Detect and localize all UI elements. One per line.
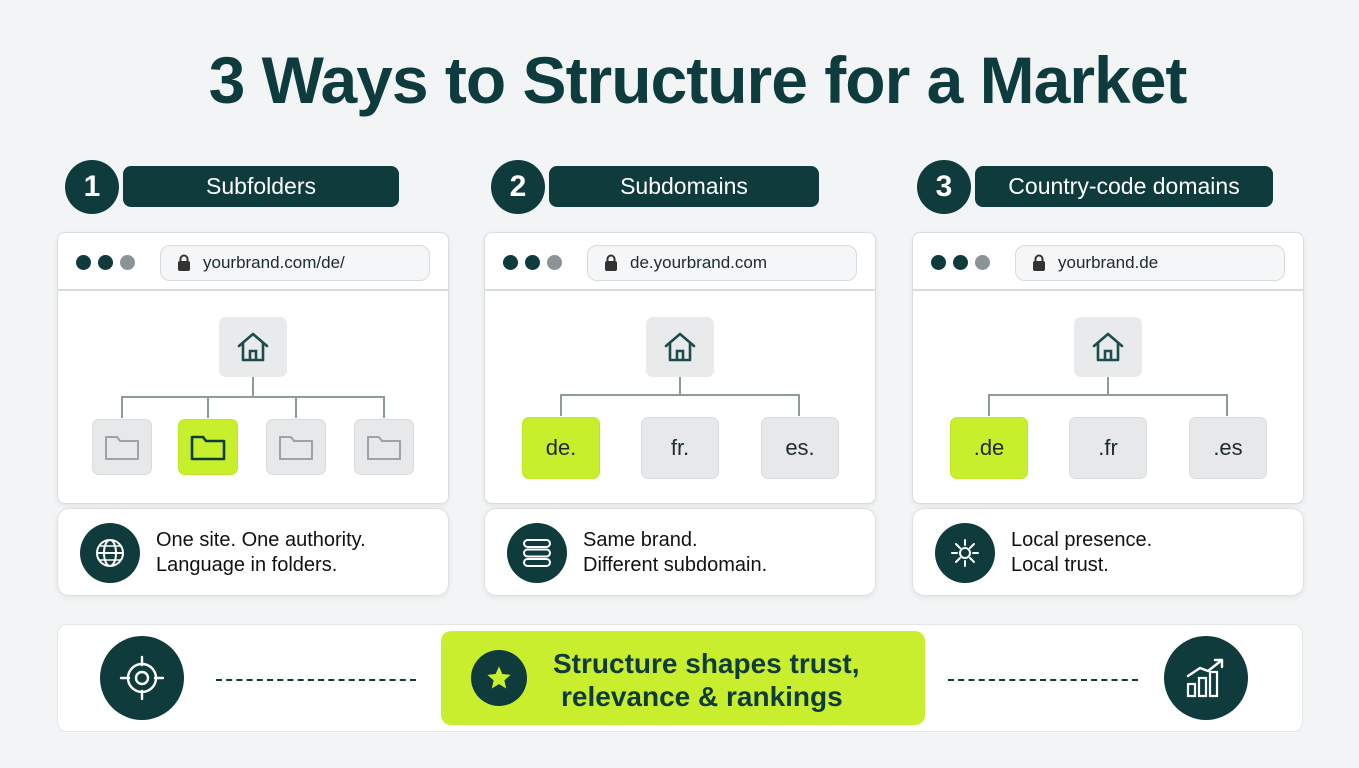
summary-line: relevance & rankings — [561, 681, 843, 712]
tree-connector — [252, 377, 254, 397]
tree-connector — [383, 396, 385, 418]
lock-icon — [604, 254, 618, 277]
lock-icon — [1032, 254, 1046, 277]
column-label: Subfolders — [123, 166, 399, 207]
growth-chart-icon — [1164, 636, 1248, 720]
address-bar: yourbrand.com/de/ — [160, 245, 430, 281]
window-dot — [547, 255, 562, 270]
tree-connector — [560, 394, 800, 396]
step-number-badge: 3 — [917, 160, 971, 214]
tree-connector — [798, 394, 800, 416]
caption-text: One site. One authority. Language in fol… — [156, 528, 366, 578]
window-dot — [98, 255, 113, 270]
caption-line: Local presence. — [1011, 529, 1153, 551]
browser-window: yourbrand.com/de/ — [57, 232, 449, 504]
folder-icon — [266, 419, 326, 475]
window-dot — [525, 255, 540, 270]
dashed-connector — [948, 679, 1138, 681]
column-header: 1 Subfolders — [65, 160, 457, 214]
tree-connector — [121, 396, 123, 418]
caption-line: One site. One authority. — [156, 529, 366, 551]
caption-line: Language in folders. — [156, 554, 338, 576]
caption-card: Same brand. Different subdomain. — [484, 508, 876, 596]
tree-connector — [207, 396, 209, 418]
lock-icon — [177, 254, 191, 277]
tree-connector — [1107, 377, 1109, 395]
column-label: Subdomains — [549, 166, 819, 207]
browser-window: yourbrand.de .de .fr .es — [912, 232, 1304, 504]
window-dot — [953, 255, 968, 270]
subdomain-node-es: es. — [761, 417, 839, 479]
step-number-badge: 1 — [65, 160, 119, 214]
home-icon — [219, 317, 287, 377]
window-dot — [76, 255, 91, 270]
column-header: 2 Subdomains — [491, 160, 883, 214]
window-dot — [975, 255, 990, 270]
folder-icon — [354, 419, 414, 475]
globe-icon — [80, 523, 140, 583]
browser-bar: yourbrand.com/de/ — [58, 233, 448, 291]
caption-line: Same brand. — [583, 529, 698, 551]
url-text: yourbrand.com/de/ — [203, 253, 345, 272]
caption-line: Local trust. — [1011, 554, 1109, 576]
browser-bar: de.yourbrand.com — [485, 233, 875, 291]
page-title: 3 Ways to Structure for a Market — [208, 43, 1188, 117]
tree-connector — [679, 377, 681, 395]
tree-connector — [1226, 394, 1228, 416]
tree-connector — [988, 394, 990, 416]
summary-banner: Structure shapes trust, relevance & rank… — [57, 624, 1303, 732]
window-dot — [120, 255, 135, 270]
dashed-connector — [216, 679, 416, 681]
home-icon — [646, 317, 714, 377]
domain-node-de: .de — [950, 417, 1028, 479]
caption-text: Local presence. Local trust. — [1011, 528, 1152, 578]
target-icon — [100, 636, 184, 720]
browser-bar: yourbrand.de — [913, 233, 1303, 291]
tree-connector — [560, 394, 562, 416]
caption-text: Same brand. Different subdomain. — [583, 528, 767, 578]
caption-card: Local presence. Local trust. — [912, 508, 1304, 596]
tree-connector — [295, 396, 297, 418]
tree-connector — [988, 394, 1228, 396]
column-label: Country-code domains — [975, 166, 1273, 207]
subdomain-node-de: de. — [522, 417, 600, 479]
column-header: 3 Country-code domains — [917, 160, 1309, 214]
folder-icon-highlighted — [178, 419, 238, 475]
browser-window: de.yourbrand.com de. fr. es. — [484, 232, 876, 504]
window-dot — [503, 255, 518, 270]
caption-line: Different subdomain. — [583, 554, 768, 576]
folder-icon — [92, 419, 152, 475]
star-icon — [471, 650, 527, 706]
caption-card: One site. One authority. Language in fol… — [57, 508, 449, 596]
home-icon — [1074, 317, 1142, 377]
summary-text: Structure shapes trust, relevance & rank… — [553, 647, 860, 713]
summary-callout: Structure shapes trust, relevance & rank… — [441, 631, 925, 725]
url-text: yourbrand.de — [1058, 253, 1159, 272]
tree-connector — [121, 396, 384, 398]
domain-node-fr: .fr — [1069, 417, 1147, 479]
subdomain-node-fr: fr. — [641, 417, 719, 479]
url-text: de.yourbrand.com — [630, 253, 768, 272]
address-bar: de.yourbrand.com — [587, 245, 857, 281]
step-number-badge: 2 — [491, 160, 545, 214]
window-dot — [931, 255, 946, 270]
address-bar: yourbrand.de — [1015, 245, 1285, 281]
stack-icon — [507, 523, 567, 583]
domain-node-es: .es — [1189, 417, 1267, 479]
summary-line: Structure shapes trust, — [553, 648, 860, 679]
local-network-icon — [935, 523, 995, 583]
